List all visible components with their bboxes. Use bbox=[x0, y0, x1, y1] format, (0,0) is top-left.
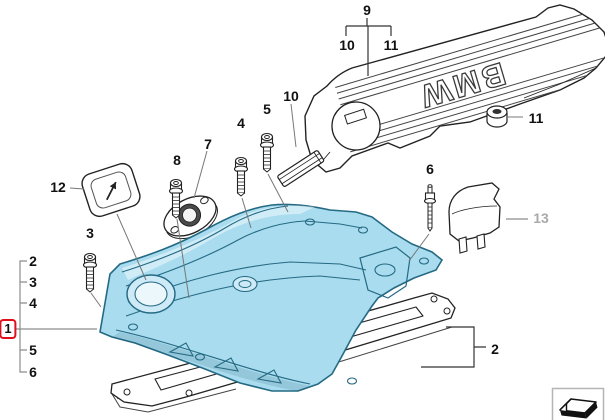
callout-2-list[interactable]: 2 bbox=[29, 253, 37, 269]
callout-11-cover[interactable]: 11 bbox=[383, 37, 399, 53]
callout-4-list[interactable]: 4 bbox=[29, 295, 37, 311]
callout-12[interactable]: 12 bbox=[50, 179, 66, 195]
diagram-flag-icon bbox=[551, 387, 605, 420]
callout-7[interactable]: 7 bbox=[204, 136, 212, 152]
callout-5-top[interactable]: 5 bbox=[263, 101, 271, 117]
callout-13[interactable]: 13 bbox=[533, 210, 549, 226]
bolt-3[interactable] bbox=[82, 252, 98, 293]
callout-4-top[interactable]: 4 bbox=[237, 115, 245, 131]
callout-3-top[interactable]: 3 bbox=[86, 225, 94, 241]
bolt-5[interactable] bbox=[259, 132, 275, 173]
callout-2-gasket[interactable]: 2 bbox=[491, 341, 499, 357]
callout-11-grommet[interactable]: 11 bbox=[528, 110, 544, 126]
arrow-icon bbox=[106, 181, 117, 201]
callout-1-selected[interactable]: 1 bbox=[0, 319, 17, 339]
callout-8[interactable]: 8 bbox=[173, 152, 181, 168]
callout-5-list[interactable]: 5 bbox=[29, 342, 37, 358]
callout-10-seal[interactable]: 10 bbox=[283, 88, 299, 104]
callout-6-top[interactable]: 6 bbox=[426, 161, 434, 177]
callout-10-cover[interactable]: 10 bbox=[339, 37, 355, 53]
stud-6[interactable] bbox=[423, 184, 437, 232]
leader-lines bbox=[16, 18, 528, 373]
oil-filler-access-hole bbox=[331, 101, 381, 151]
callout-3-list[interactable]: 3 bbox=[29, 274, 37, 290]
grommet[interactable] bbox=[486, 105, 508, 128]
engine-acoustic-cover[interactable]: BMW bbox=[304, 4, 605, 173]
callout-6-list[interactable]: 6 bbox=[29, 364, 37, 380]
cylinder-head-cover-highlighted[interactable] bbox=[99, 203, 444, 392]
seal-strip[interactable] bbox=[277, 150, 325, 187]
cap[interactable] bbox=[79, 161, 142, 219]
rear-cover-piece[interactable] bbox=[448, 182, 501, 254]
callout-9[interactable]: 9 bbox=[363, 2, 371, 18]
bolt-4[interactable] bbox=[233, 156, 249, 197]
